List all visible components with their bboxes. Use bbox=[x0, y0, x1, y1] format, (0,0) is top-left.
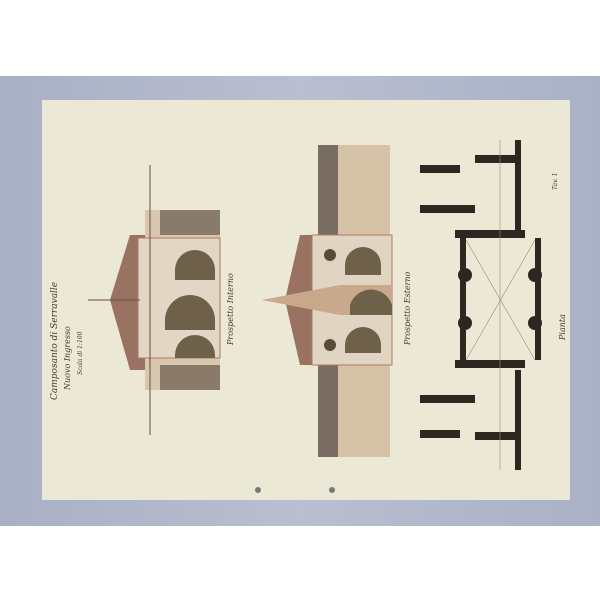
subtitle-text: Nuovo Ingresso bbox=[63, 326, 72, 391]
interior-view-label: Prospetto Interno bbox=[226, 273, 235, 346]
scale-text: Scala di 1:100 bbox=[77, 331, 84, 375]
exterior-elevation bbox=[262, 145, 393, 457]
title-text: Camposanto di Serravalle bbox=[50, 282, 60, 400]
floor-plan bbox=[420, 140, 542, 470]
punch-hole bbox=[329, 487, 335, 493]
punch-hole bbox=[255, 487, 261, 493]
plan-label: Pianta bbox=[558, 314, 567, 341]
plan-vault-lines bbox=[465, 140, 536, 470]
exterior-view-label: Prospetto Esterno bbox=[403, 271, 412, 346]
sheet-number: Tav. 1 bbox=[552, 173, 559, 190]
interior-elevation bbox=[88, 165, 221, 435]
